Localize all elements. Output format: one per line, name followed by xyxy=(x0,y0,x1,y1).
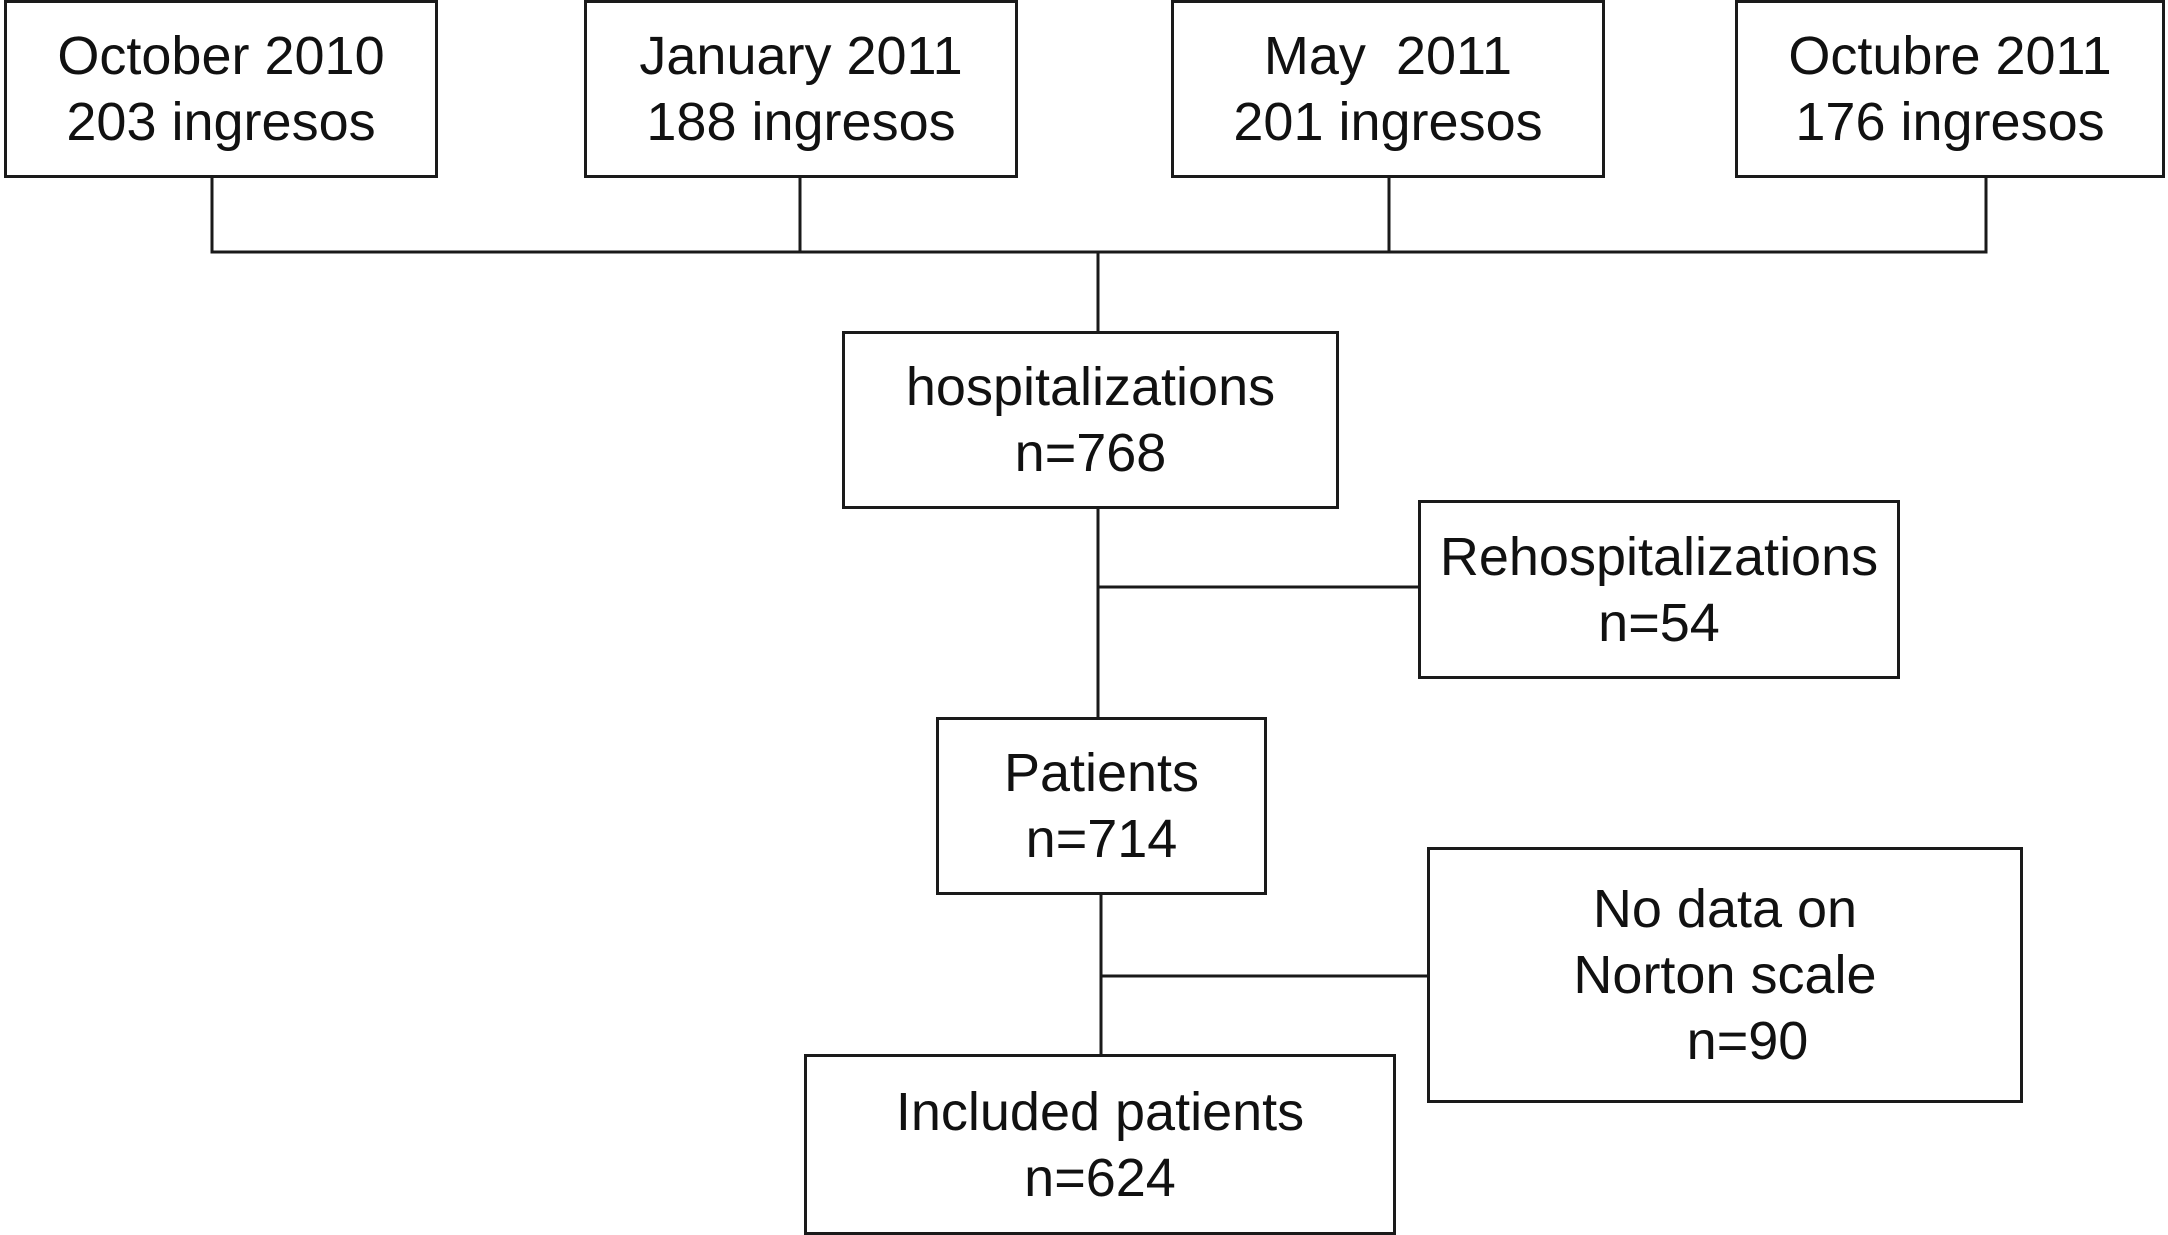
patients-box: Patients n=714 xyxy=(936,717,1267,895)
no-data-line-1: No data on xyxy=(1592,879,1858,939)
hospitalizations-box: hospitalizations n=768 xyxy=(842,331,1339,509)
no-data-line-2: Norton scale xyxy=(1573,945,1877,1005)
period-label: Octubre 2011 xyxy=(1788,26,2112,86)
period-box-may-2011: May 2011 201 ingresos xyxy=(1171,0,1605,178)
included-count: n=624 xyxy=(1024,1147,1176,1208)
hospitalizations-label: hospitalizations xyxy=(905,357,1276,417)
included-patients-box: Included patients n=624 xyxy=(804,1054,1396,1235)
rehospitalizations-count: n=54 xyxy=(1598,592,1720,653)
period-count: 176 ingresos xyxy=(1795,92,2105,152)
period-label: January 2011 xyxy=(639,26,963,86)
rehospitalizations-box: Rehospitalizations n=54 xyxy=(1418,500,1900,679)
included-label: Included patients xyxy=(895,1081,1305,1142)
period-label: October 2010 xyxy=(57,26,385,86)
period-count: 201 ingresos xyxy=(1233,92,1543,152)
period-count: 188 ingresos xyxy=(646,92,956,152)
no-data-norton-box: No data on Norton scale n=90 xyxy=(1427,847,2023,1103)
period-box-october-2010: October 2010 203 ingresos xyxy=(4,0,438,178)
period-box-octubre-2011: Octubre 2011 176 ingresos xyxy=(1735,0,2165,178)
period-box-january-2011: January 2011 188 ingresos xyxy=(584,0,1018,178)
hospitalizations-count: n=768 xyxy=(1014,423,1167,483)
no-data-count: n=90 xyxy=(1641,1011,1809,1071)
period-count: 203 ingresos xyxy=(66,92,376,152)
rehospitalizations-label: Rehospitalizations xyxy=(1439,526,1879,587)
patients-count: n=714 xyxy=(1025,809,1178,869)
period-label: May 2011 xyxy=(1263,26,1513,86)
patients-label: Patients xyxy=(1003,743,1200,803)
